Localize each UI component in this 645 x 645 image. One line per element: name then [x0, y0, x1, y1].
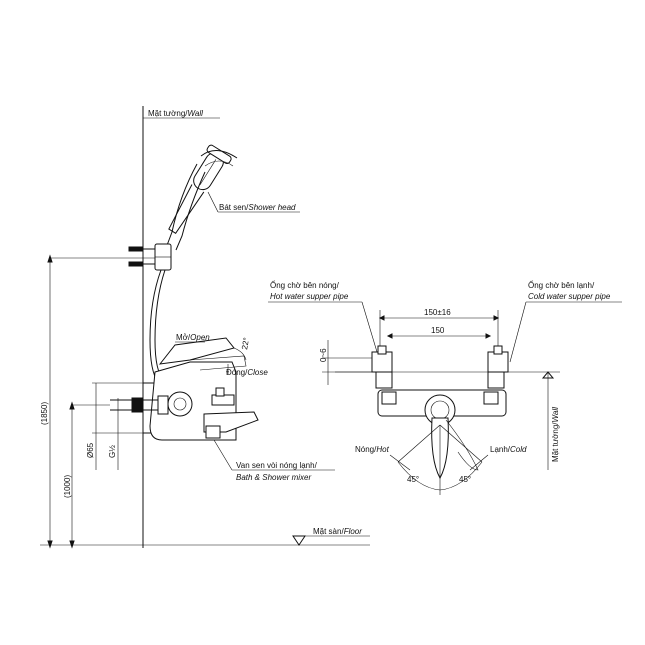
mixer-front-lever-right	[445, 419, 479, 471]
dim-1000-arrow-top	[69, 401, 75, 410]
front-wall-marker-icon	[541, 371, 555, 379]
wall-label: Mặt tường/Wall	[148, 109, 203, 118]
angle-label: 22°	[240, 337, 251, 350]
holder-screw-upper	[128, 246, 144, 252]
shower-handle	[165, 163, 206, 251]
angle-left-label: 45°	[407, 475, 419, 484]
shower-head	[168, 144, 232, 234]
dim-1850-arrow-top	[47, 254, 53, 263]
dim-tol-arrow-right	[493, 315, 500, 321]
shower-head-spray-face	[204, 160, 234, 167]
dim-total-height: (1850)	[40, 402, 49, 425]
hot-pipe-label-en: Hot water supper pipe	[270, 292, 349, 301]
dim-spacing-tol: 150±16	[424, 308, 451, 317]
lever-cold-limit	[439, 424, 483, 463]
cold-pipe-socket	[487, 345, 509, 389]
floor-marker-icon	[292, 535, 306, 546]
hot-pipe-label: Ống chờ bên nóng/	[270, 280, 340, 290]
dim-1000-arrow-bottom	[69, 540, 75, 549]
shower-head-label: Bát sen/Shower head	[219, 203, 296, 212]
angle-arc-left	[397, 461, 441, 491]
front-view: Ống chờ bên nóng/ Hot water supper pipe …	[268, 280, 622, 495]
floor-label: Mặt sàn/Floor	[313, 527, 362, 536]
mixer-label: Van sen vòi nóng lạnh/	[236, 461, 318, 470]
dim-thread: G½	[108, 445, 117, 458]
mixer-leader	[213, 439, 233, 471]
dim-arrow-right	[485, 333, 492, 339]
cold-pipe-leader	[509, 301, 527, 363]
hot-leader	[389, 454, 411, 471]
shower-head-face	[200, 150, 238, 159]
dim-1850-arrow-bottom	[47, 540, 53, 549]
angle-arc	[233, 347, 247, 361]
angle-arc-right	[439, 461, 483, 491]
dim-mixer-height: (1000)	[63, 475, 72, 498]
holder-screw-lower	[128, 261, 144, 267]
shower-head-leader	[207, 191, 219, 213]
mixer-body	[142, 337, 259, 441]
front-wall-label: Mặt tường/Wall	[551, 407, 560, 462]
dim-arrow-left	[386, 333, 393, 339]
hot-label: Nóng/Hot	[355, 445, 390, 454]
angle-right-label: 45°	[459, 475, 471, 484]
dim-tol-arrow-left	[378, 315, 385, 321]
cold-pipe-label-en: Cold water supper pipe	[528, 292, 611, 301]
lever-hot-limit	[397, 424, 441, 463]
cold-label: Lạnh/Cold	[490, 445, 527, 454]
side-view: Mặt tường/Wall Bát sen/Shower head	[40, 106, 370, 549]
dim-offset: 0~6	[319, 348, 328, 362]
cold-pipe-label: Ống chờ bên lạnh/	[528, 280, 595, 290]
open-label: Mở/Open	[176, 333, 210, 342]
inlet-nut	[157, 395, 169, 415]
close-label: Đóng/Close	[226, 368, 268, 377]
inlet-connector	[131, 397, 144, 413]
cold-leader	[469, 454, 489, 471]
hot-pipe-socket	[371, 345, 393, 389]
dim-spacing: 150	[431, 326, 445, 335]
mixer-label-en: Bath & Shower mixer	[236, 473, 311, 482]
dim-diameter: Ø65	[86, 442, 95, 458]
